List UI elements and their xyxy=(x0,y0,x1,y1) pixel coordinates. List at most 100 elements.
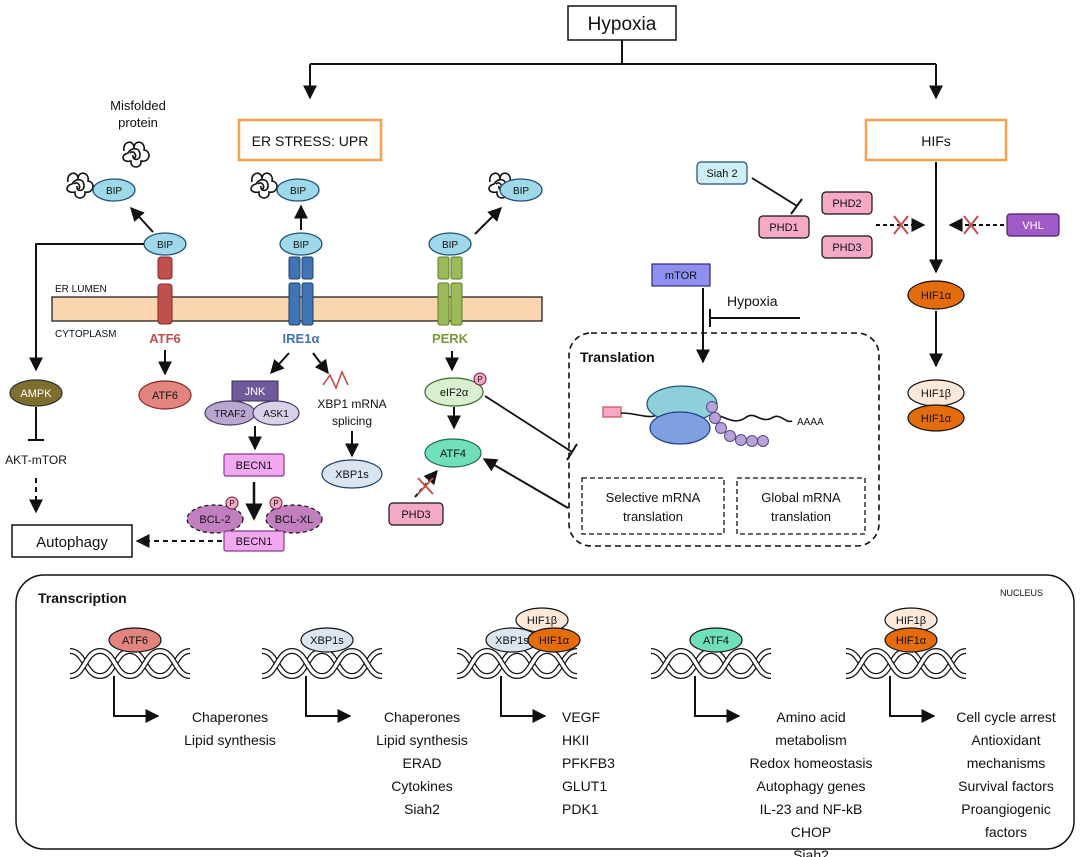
global-translation-label-2: translation xyxy=(771,509,831,524)
transcription-arrow xyxy=(500,676,547,723)
tf-node-label: XBP1s xyxy=(310,635,344,647)
target-gene-label: GLUT1 xyxy=(562,778,607,794)
target-gene-label: Lipid synthesis xyxy=(184,732,276,748)
peptide-chain-icon xyxy=(706,401,769,447)
bip-released-perk xyxy=(499,178,543,202)
becn1-label: BECN1 xyxy=(236,460,273,472)
bip-released-perk-label: BIP xyxy=(513,186,529,197)
target-gene-label: metabolism xyxy=(775,732,847,748)
akt-mtor-label: AKT-mTOR xyxy=(5,453,67,467)
xbp1-splicing-label-1: XBP1 mRNA xyxy=(317,397,386,411)
eif2a-phospho-label: P xyxy=(477,375,482,384)
hif1a-dimer-label: HIF1α xyxy=(921,413,952,425)
arrow-bip-to-ampk xyxy=(29,243,144,372)
autophagy-box xyxy=(11,524,133,558)
phd3-atf4-label: PHD3 xyxy=(401,509,430,521)
bcl2-phospho-icon xyxy=(225,496,239,510)
phd1-node xyxy=(758,215,810,239)
hif1a-label: HIF1α xyxy=(921,290,952,302)
target-gene-label: ERAD xyxy=(403,755,442,771)
misfolded-protein-icon xyxy=(122,141,150,168)
xbp1-mrna-icon xyxy=(322,369,349,391)
ampk-node xyxy=(9,379,63,407)
eif2a-phospho-icon xyxy=(473,372,487,386)
phd2-node xyxy=(821,191,873,215)
bcl2-node xyxy=(186,504,244,534)
eif2a-node xyxy=(424,377,484,407)
ire1-receptor-membrane-left xyxy=(288,282,301,326)
misfolded-protein-atf6-icon xyxy=(66,172,94,199)
bclxl-label: BCL-XL xyxy=(275,514,314,526)
eif2a-label: eIF2α xyxy=(440,387,469,399)
bclxl-phospho-label: P xyxy=(273,499,278,508)
tf-node xyxy=(689,627,743,653)
dna-strand-icon xyxy=(650,649,772,678)
bip-ire1-label: BIP xyxy=(293,240,309,251)
phd3-block-x-2 xyxy=(417,477,434,495)
hif1b-label: HIF1β xyxy=(921,388,951,400)
siah2-label: Siah 2 xyxy=(706,168,737,180)
er-stress-label: ER STRESS: UPR xyxy=(252,133,369,149)
target-gene-label: mechanisms xyxy=(967,755,1046,771)
tf-hif1b-node-label: HIF1β xyxy=(896,615,926,627)
atf4-label: ATF4 xyxy=(440,448,466,460)
translation-title: Translation xyxy=(580,349,655,365)
selective-translation-label-2: translation xyxy=(623,509,683,524)
vhl-node xyxy=(1006,213,1060,237)
tf-node xyxy=(884,627,938,653)
tf-node xyxy=(108,627,162,653)
dna-strand-icon xyxy=(261,649,383,678)
target-gene-label: Cell cycle arrest xyxy=(956,709,1056,725)
perk-receptor-label: PERK xyxy=(432,331,469,346)
becn1-free-node xyxy=(223,530,285,552)
global-translation-box xyxy=(736,477,866,535)
atf6-cleaved-label: ATF6 xyxy=(152,390,178,402)
jnk-label: JNK xyxy=(245,386,266,398)
atf6-receptor-label: ATF6 xyxy=(149,331,181,346)
bip-released-ire1 xyxy=(276,178,320,202)
arrow-ire1-to-xbp1 xyxy=(312,352,329,375)
bcl2-label: BCL-2 xyxy=(199,514,230,526)
bip-perk-label: BIP xyxy=(442,240,458,251)
bip-released-atf6-label: BIP xyxy=(106,186,122,197)
mrna-cap-icon xyxy=(602,406,622,418)
selective-translation-label-1: Selective mRNA xyxy=(606,490,701,505)
misfolded-label-1: Misfolded xyxy=(110,98,166,113)
ask1-node xyxy=(252,400,300,426)
tf-hif1a-node-label: HIF1α xyxy=(539,635,570,647)
xbp1s-label: XBP1s xyxy=(335,469,369,481)
ampk-label: AMPK xyxy=(20,388,52,400)
dna-strand-icon xyxy=(69,649,191,678)
tf-node-label: ATF4 xyxy=(703,635,729,647)
target-gene-label: Proangiogenic xyxy=(961,801,1051,817)
bclxl-phospho-icon xyxy=(269,496,283,510)
atf4-node xyxy=(424,438,482,468)
target-gene-label: factors xyxy=(985,824,1027,840)
ribosome-small-subunit-icon xyxy=(649,411,711,445)
dna-strand-icon xyxy=(456,649,578,678)
tf-node-label: HIF1α xyxy=(896,635,927,647)
target-gene-label: Lipid synthesis xyxy=(376,732,468,748)
target-gene-label: PDK1 xyxy=(562,801,599,817)
translation-hypoxia-label: Hypoxia xyxy=(727,293,778,309)
atf6-receptor-membrane xyxy=(157,283,173,325)
phd-block-x-2 xyxy=(893,215,909,235)
target-gene-label: Redox homeostasis xyxy=(750,755,873,771)
global-translation-label-1: Global mRNA xyxy=(761,490,841,505)
arrow-phd3-to-atf4 xyxy=(414,469,438,498)
nucleus-box xyxy=(15,574,1075,850)
xbp1-splicing-label-2: splicing xyxy=(332,414,372,428)
ire1-receptor-top-left xyxy=(288,256,301,280)
hifs-label: HIFs xyxy=(921,133,951,149)
eif2a-inhibit-line xyxy=(484,395,573,453)
transcription-arrow xyxy=(889,676,936,723)
cytoplasm-label: CYTOPLASM xyxy=(55,329,117,340)
ire1-receptor-top-right xyxy=(301,256,314,280)
target-gene-label: Chaperones xyxy=(192,709,268,725)
bcl2-phospho-label: P xyxy=(229,499,234,508)
arrow-bip-release-atf6 xyxy=(130,206,154,233)
perk-receptor-membrane-left xyxy=(437,282,450,326)
target-gene-label: Siah2 xyxy=(793,847,829,857)
siah2-inhibit-line xyxy=(751,177,798,207)
